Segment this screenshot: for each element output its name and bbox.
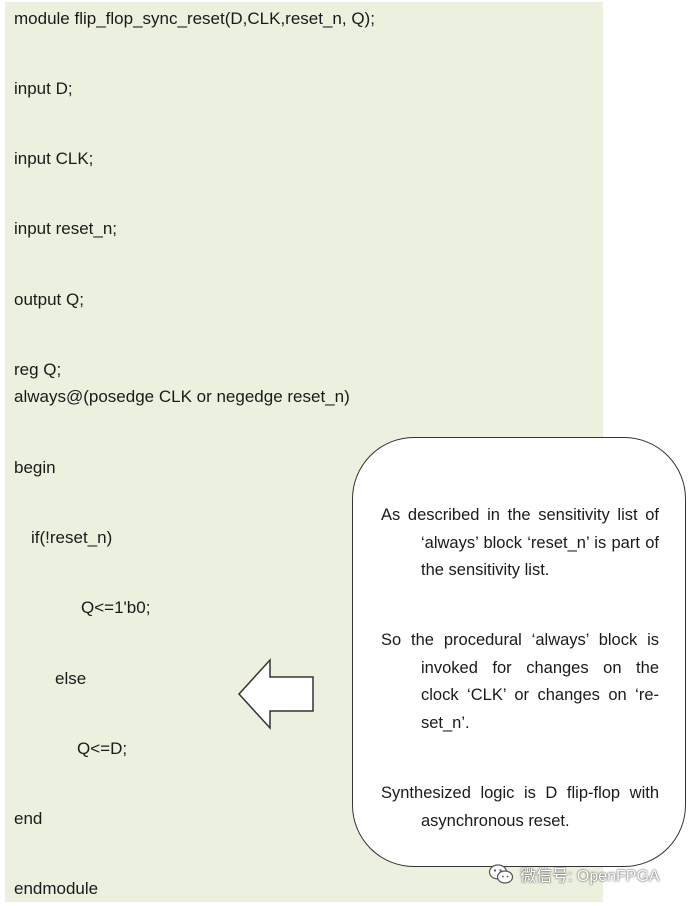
code-line-assign-zero: Q<=1'b0; [81, 598, 151, 617]
explanation-callout: As described in the sensitivity list of … [352, 437, 686, 867]
code-line-input-d: input D; [14, 79, 73, 98]
code-line-begin: begin [14, 458, 56, 477]
watermark-text: 微信号: OpenFPGA [520, 868, 660, 885]
code-line-module: module flip_flop_sync_reset(D,CLK,reset_… [14, 9, 375, 28]
code-line-input-clk: input CLK; [14, 149, 94, 168]
wechat-icon [488, 864, 514, 884]
wechat-watermark: 微信号: OpenFPGA [488, 861, 660, 887]
code-line-input-reset: input reset_n; [14, 219, 118, 238]
note-paragraph-sensitivity: As described in the sensitivity list of … [381, 506, 659, 579]
note-paragraph-synthesized: Synthesized logic is D flip-flop with as… [381, 784, 659, 830]
code-line-endmodule: endmodule [14, 879, 99, 898]
code-line-assign-d: Q<=D; [77, 739, 128, 758]
code-line-end: end [14, 809, 43, 828]
code-line-if: if(!reset_n) [31, 528, 113, 547]
code-line-else: else [55, 669, 87, 688]
note-paragraph-procedural: So the procedural ‘always’ block is invo… [381, 631, 659, 732]
code-line-output-q: output Q; [14, 290, 84, 309]
left-arrow-icon [237, 658, 314, 730]
code-line-reg-q: reg Q; [14, 360, 62, 379]
code-line-always: always@(posedge CLK or negedge reset_n) [14, 387, 350, 406]
